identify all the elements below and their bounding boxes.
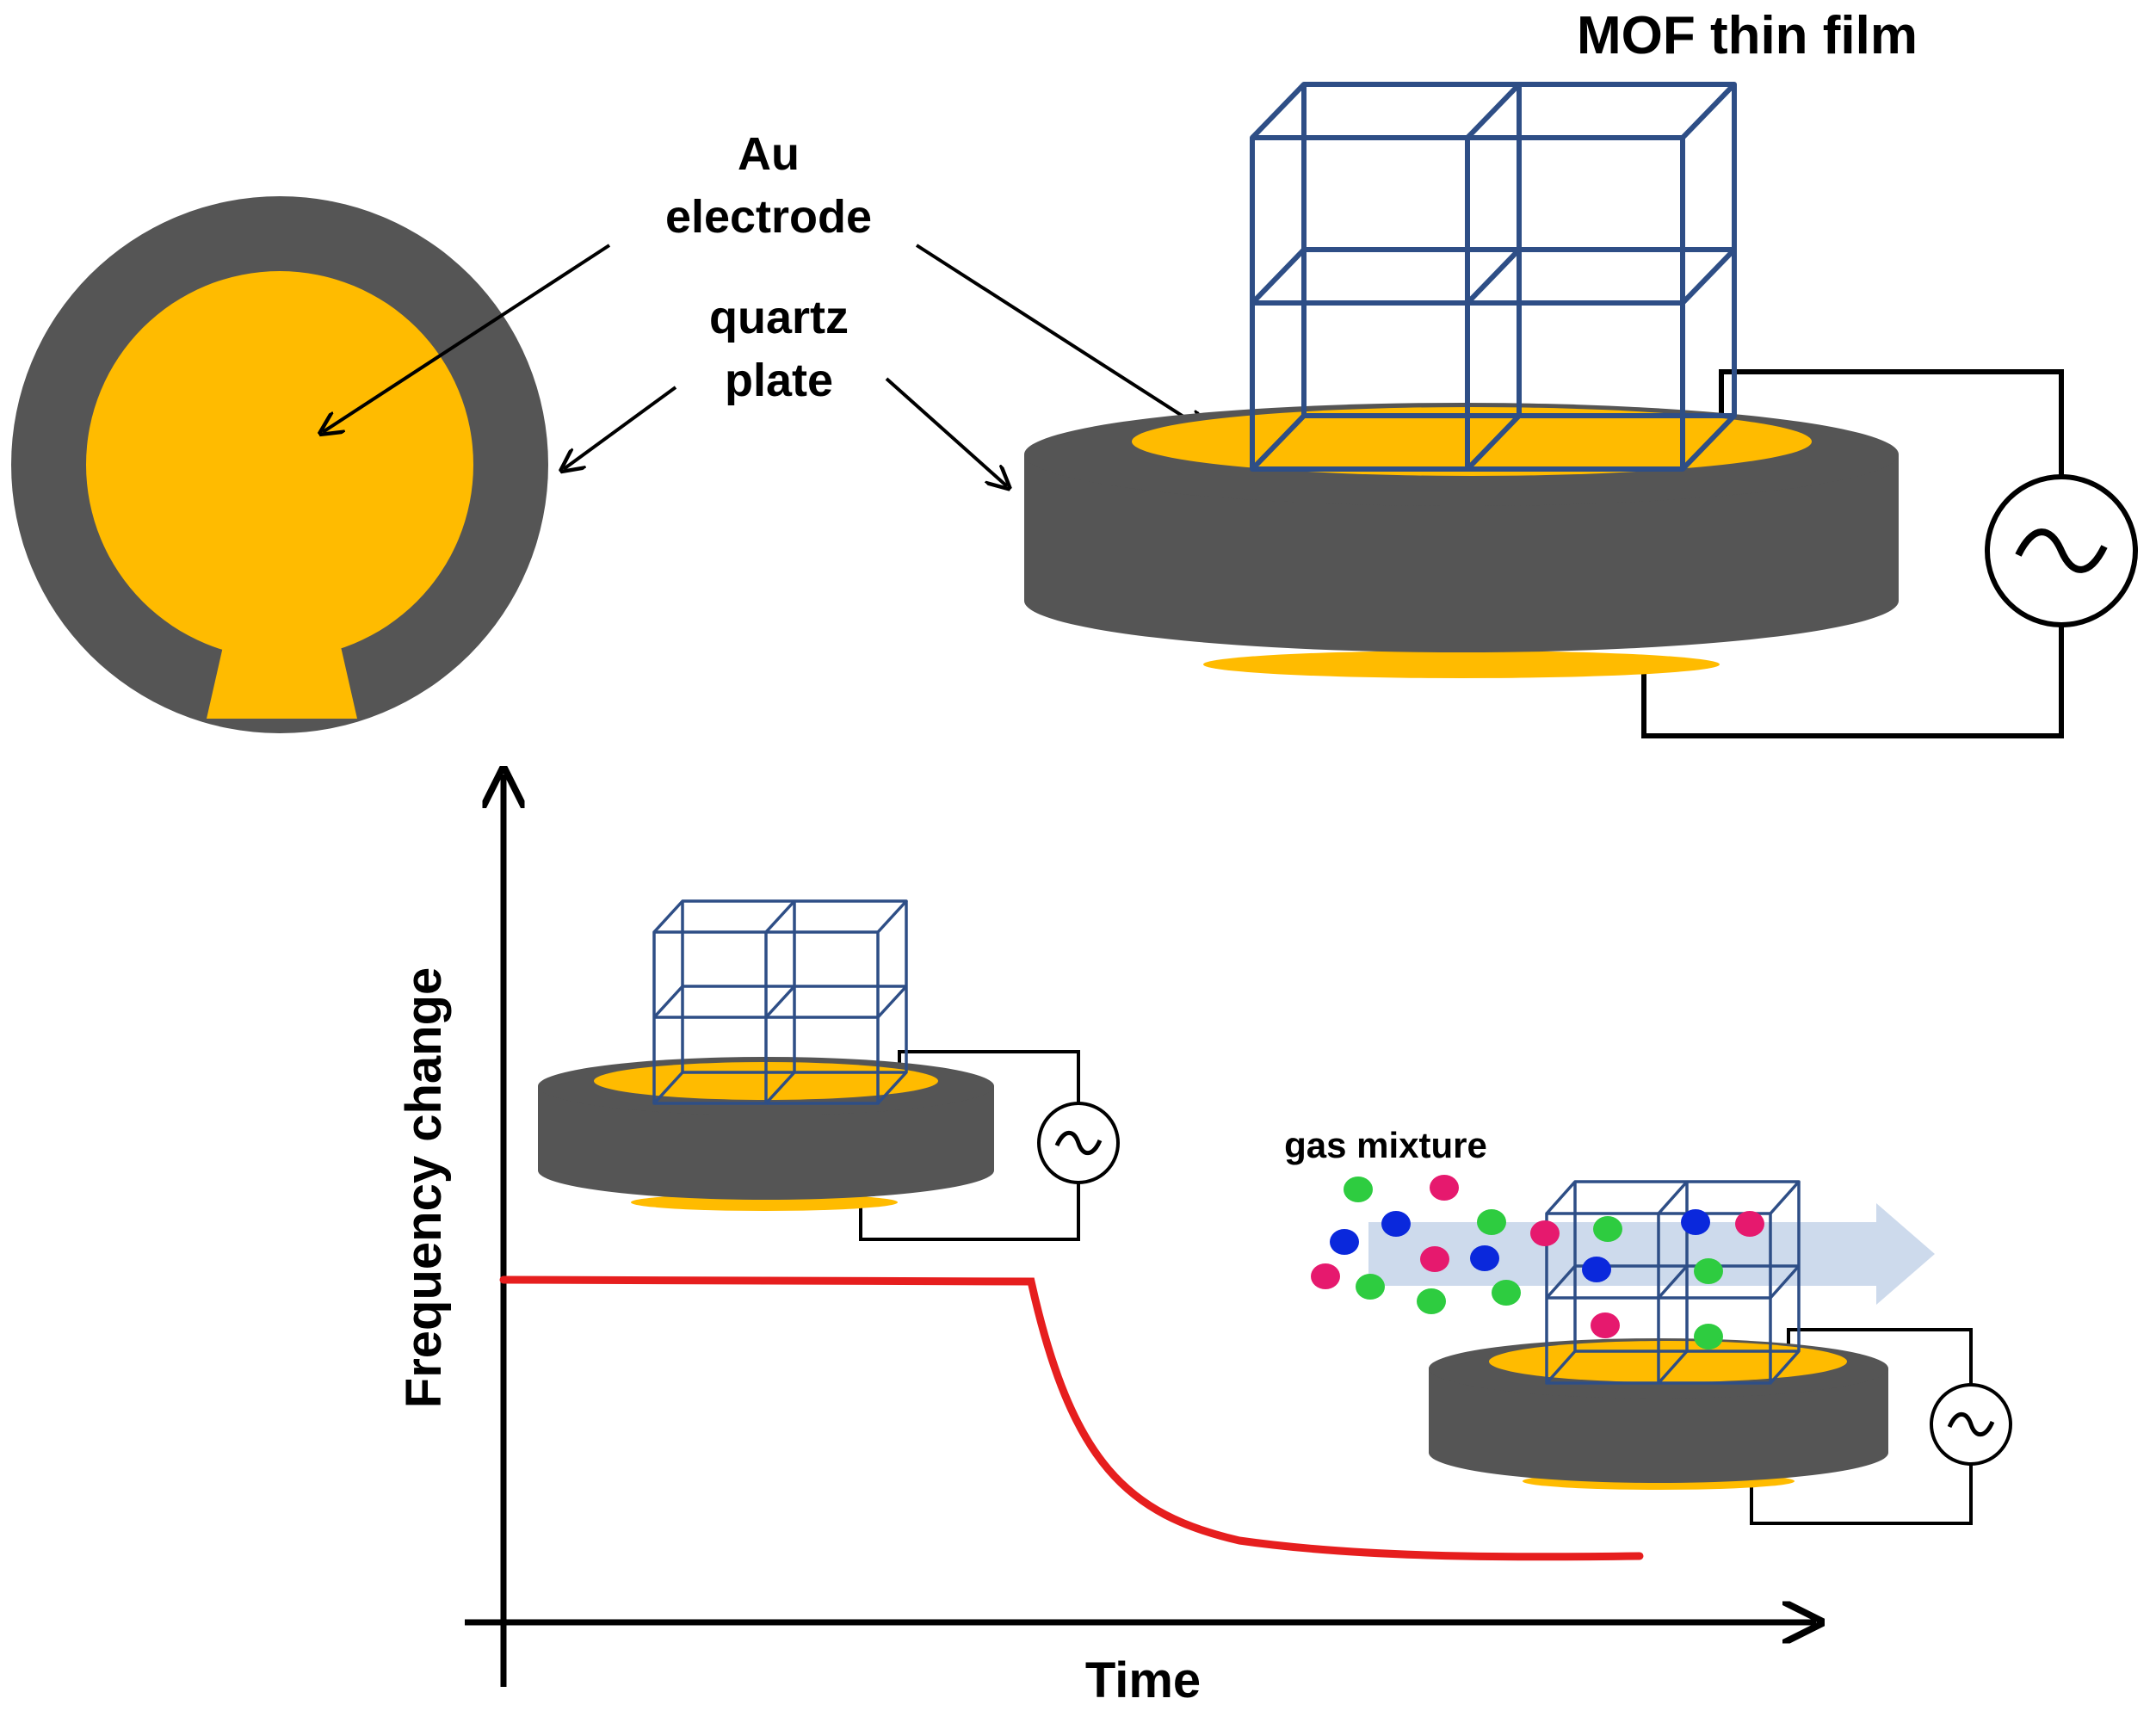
arrow-au-to-top-view bbox=[323, 244, 611, 432]
molecule-green bbox=[1477, 1209, 1506, 1235]
small-mof-lattice bbox=[652, 899, 908, 1105]
small-qcm-sensor-initial bbox=[538, 899, 1120, 1241]
molecule-blue bbox=[1330, 1229, 1359, 1255]
mof-thin-film-label: MOF thin film bbox=[1577, 6, 1918, 65]
small-quartz-body bbox=[538, 1086, 994, 1200]
mof-lattice bbox=[1250, 82, 1737, 472]
molecule-green bbox=[1593, 1216, 1622, 1242]
exposed-quartz-body bbox=[1429, 1368, 1888, 1483]
circuit-wire-bottom bbox=[1641, 624, 2064, 738]
arrow-quartz-to-top-view bbox=[564, 386, 677, 469]
small-ac-source-icon bbox=[1037, 1102, 1120, 1184]
plot-axes: Frequency change Time bbox=[396, 775, 1816, 1708]
large-qcm-sensor bbox=[1024, 82, 2138, 738]
small-qcm-sensor-exposed bbox=[1429, 1180, 2012, 1525]
quartz-plate-label-1: quartz bbox=[709, 292, 849, 343]
molecule-pink bbox=[1311, 1263, 1340, 1289]
molecule-green bbox=[1356, 1274, 1385, 1300]
arrow-quartz-to-side-view bbox=[885, 377, 1007, 486]
molecule-pink bbox=[1430, 1175, 1459, 1201]
molecule-blue bbox=[1470, 1245, 1499, 1271]
circuit-wire-top bbox=[1719, 369, 2064, 478]
ac-source-icon bbox=[1985, 474, 2138, 627]
molecule-green bbox=[1694, 1324, 1723, 1350]
au-electrode-label-1: Au bbox=[738, 128, 800, 180]
gas-mixture-label: gas mixture bbox=[1284, 1125, 1487, 1165]
small-circuit-wire-top bbox=[898, 1050, 1080, 1103]
molecule-green bbox=[1492, 1280, 1521, 1306]
bottom-electrode bbox=[1203, 651, 1720, 678]
molecule-blue bbox=[1681, 1209, 1710, 1235]
arrow-au-to-side-view bbox=[915, 244, 1205, 430]
top-electrode bbox=[1132, 407, 1812, 476]
quartz-crystal-top-view bbox=[11, 196, 548, 733]
molecule-green bbox=[1694, 1258, 1723, 1284]
y-axis-label: Frequency change bbox=[396, 967, 452, 1408]
pointer-arrows bbox=[323, 244, 1205, 486]
molecule-blue bbox=[1381, 1211, 1411, 1237]
exposed-ac-source-icon bbox=[1930, 1383, 2012, 1466]
au-electrode-label-2: electrode bbox=[665, 191, 872, 243]
au-electrode-tab bbox=[207, 624, 357, 719]
exposed-top-electrode bbox=[1489, 1341, 1847, 1382]
molecule-pink bbox=[1735, 1211, 1764, 1237]
molecule-green bbox=[1417, 1288, 1446, 1314]
small-circuit-wire-bottom bbox=[859, 1183, 1080, 1241]
frequency-curve bbox=[499, 1275, 1644, 1561]
exposed-circuit-wire-top bbox=[1787, 1328, 1973, 1386]
x-axis-label: Time bbox=[1085, 1652, 1201, 1708]
au-electrode-disc bbox=[86, 271, 473, 658]
molecule-pink bbox=[1420, 1246, 1449, 1272]
gas-flow-arrow bbox=[1368, 1203, 1935, 1305]
quartz-disc-body bbox=[1024, 454, 1899, 652]
molecule-green bbox=[1344, 1177, 1373, 1202]
molecule-blue bbox=[1582, 1257, 1611, 1282]
exposed-circuit-wire-bottom bbox=[1750, 1463, 1973, 1525]
gas-molecules bbox=[1311, 1175, 1764, 1350]
molecule-pink bbox=[1530, 1220, 1560, 1246]
molecule-pink bbox=[1591, 1312, 1620, 1338]
quartz-plate-label-2: plate bbox=[725, 355, 833, 406]
